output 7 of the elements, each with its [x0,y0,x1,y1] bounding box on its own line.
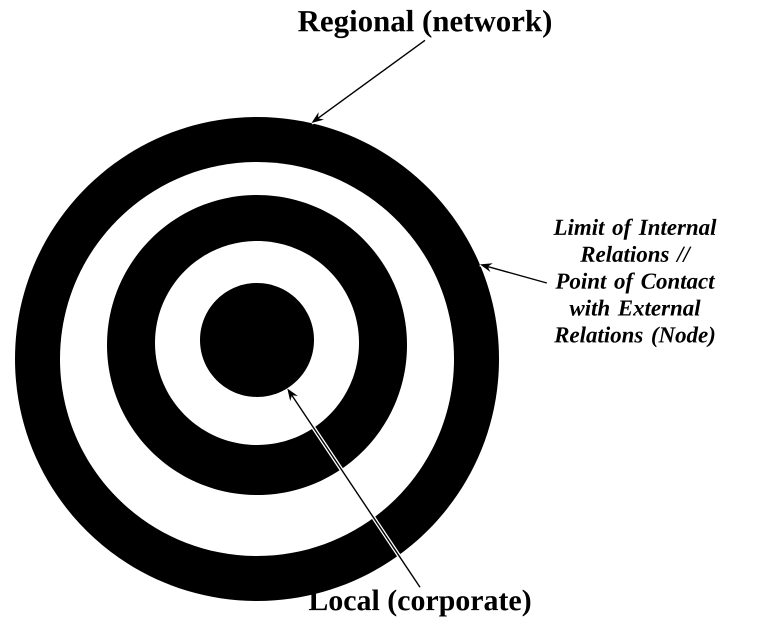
arrow [479,262,548,285]
annotation-text: Limit of Internal Relations // Point of Contact with External Relations (Node) [553,218,716,348]
center-disc [200,283,314,397]
text-label: Local (corporate) [308,589,530,617]
arrow [286,387,422,588]
text-label: Regional (network) [298,10,552,38]
arrow [310,38,426,125]
